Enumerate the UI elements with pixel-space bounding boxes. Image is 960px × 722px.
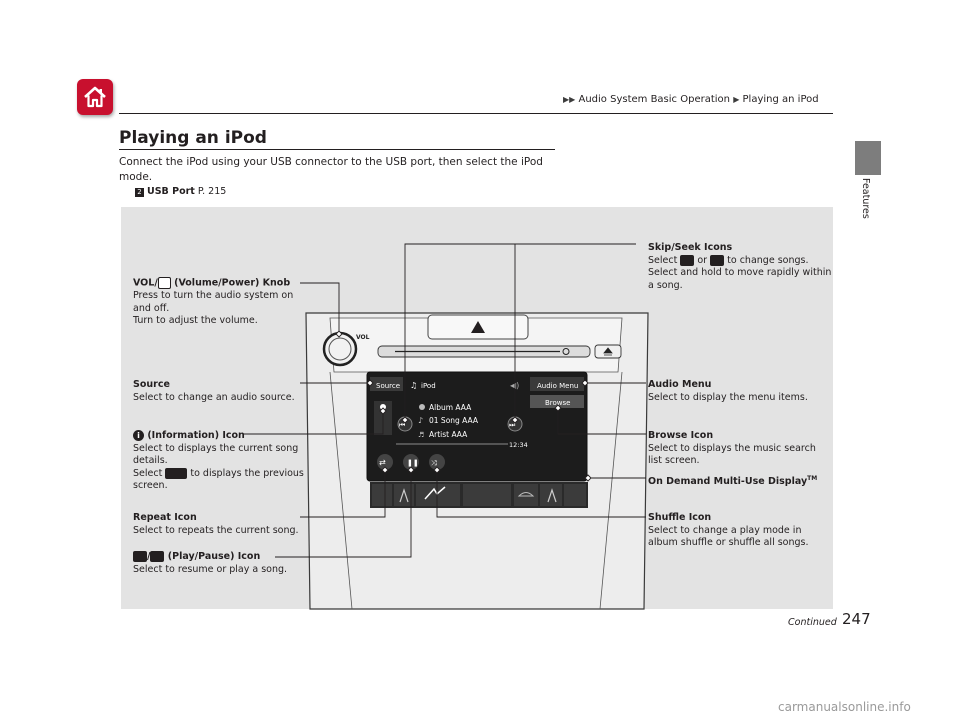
callout-shuffle: Shuffle Icon Select to change a play mod…	[648, 512, 809, 548]
mode-label: iPod	[421, 382, 436, 390]
callout-play-pause: / (Play/Pause) Icon Select to resume or …	[133, 551, 288, 575]
skip-forward-icon	[710, 254, 725, 266]
seat-heater-icon	[547, 488, 557, 503]
auto-fan-icon	[424, 486, 446, 500]
play-pause-button	[403, 454, 419, 470]
header-rule	[119, 113, 833, 114]
skip-back-icon	[680, 254, 695, 266]
callout-browse: Browse Icon Select to displays the music…	[648, 430, 816, 466]
home-button[interactable]	[77, 79, 113, 115]
album-name: Album AAA	[429, 403, 472, 412]
home-icon	[84, 86, 106, 108]
breadcrumb-current: Playing an iPod	[742, 94, 819, 105]
breadcrumb-link-basic-operation[interactable]: Audio System Basic Operation	[578, 94, 731, 105]
callout-audio-menu: Audio Menu Select to display the menu it…	[648, 379, 808, 403]
breadcrumb-arrow-icon: ▶▶	[563, 95, 576, 104]
lower-btn-7	[564, 484, 586, 506]
source-button	[370, 377, 403, 391]
song-name: 01 Song AAA	[429, 416, 479, 425]
music-note-icon: ♫	[410, 381, 417, 390]
breadcrumb-arrow-icon: ▶	[733, 95, 740, 104]
intro-text: Connect the iPod using your USB connecto…	[119, 156, 543, 183]
seat-heater-icon	[399, 488, 409, 503]
power-icon	[157, 277, 171, 289]
callout-volume-title: VOL/ (Volume/Power) Knob	[133, 277, 291, 289]
browse-label: Browse	[545, 399, 571, 407]
reference-arrow-icon: 2	[135, 188, 144, 197]
xref-label: USB Port	[147, 186, 195, 197]
callout-repeat: Repeat Icon Select to repeats the curren…	[133, 512, 299, 536]
source-button-label: Source	[376, 382, 400, 390]
left-trim	[329, 371, 353, 610]
browse-button	[530, 395, 584, 408]
info-icon: i	[133, 430, 144, 441]
lower-btn-2	[394, 484, 414, 506]
callout-source: Source Select to change an audio source.	[133, 379, 295, 403]
hazard-icon	[471, 321, 485, 333]
callout-information: i (Information) Icon Select to displays …	[133, 430, 304, 491]
pause-screen-icon: ❚❚	[407, 459, 419, 467]
artist-name: Artist AAA	[429, 430, 468, 439]
audio-menu-label: Audio Menu	[537, 382, 578, 390]
recirculation-icon	[517, 492, 535, 497]
play-icon	[133, 551, 147, 562]
skip-back-screen-icon: ⏮	[399, 421, 405, 429]
leader-lines	[243, 243, 646, 558]
repeat-button	[377, 454, 393, 470]
xref-page: P. 215	[197, 186, 227, 197]
album-icon	[419, 404, 425, 410]
back-icon	[165, 467, 188, 479]
audio-menu-button	[530, 377, 584, 391]
callout-skip-seek: Skip/Seek Icons Select or to change song…	[648, 242, 832, 291]
section-tab-marker	[855, 141, 881, 175]
volume-knob-inner	[328, 337, 352, 361]
info-screen-icon	[380, 404, 386, 410]
callout-volume-knob: VOL/ (Volume/Power) Knob Press to turn t…	[133, 277, 313, 328]
right-trim	[599, 371, 623, 610]
page-number: 247	[842, 610, 871, 628]
cd-indicator	[562, 348, 570, 355]
lower-btn-4	[463, 484, 511, 506]
continued-label: Continued	[788, 617, 837, 628]
knob-label: VOL	[356, 334, 370, 341]
page-title: Playing an iPod	[119, 128, 267, 148]
lower-btn-6	[540, 484, 562, 506]
breadcrumb: ▶▶ Audio System Basic Operation ▶ Playin…	[563, 94, 819, 105]
eject-icon	[603, 347, 613, 356]
skip-forward-screen-icon: ⏭	[509, 421, 516, 429]
repeat-screen-icon: ⇄	[379, 458, 386, 467]
watermark: carmanualsonline.info	[778, 700, 911, 714]
lower-btn-1	[372, 484, 392, 506]
shuffle-screen-icon: ⤨	[431, 459, 437, 467]
pause-icon	[150, 551, 165, 562]
lower-btn-5	[514, 484, 538, 506]
callout-display: On Demand Multi-Use DisplayTM	[648, 475, 818, 488]
title-rule	[119, 149, 555, 150]
leader-endpoints	[335, 330, 592, 482]
lower-btn-3	[416, 484, 460, 506]
elapsed-time: 12:34	[509, 441, 528, 449]
shuffle-button	[429, 454, 445, 470]
artist-icon: ♬	[418, 431, 424, 439]
song-icon: ♪	[418, 416, 423, 425]
